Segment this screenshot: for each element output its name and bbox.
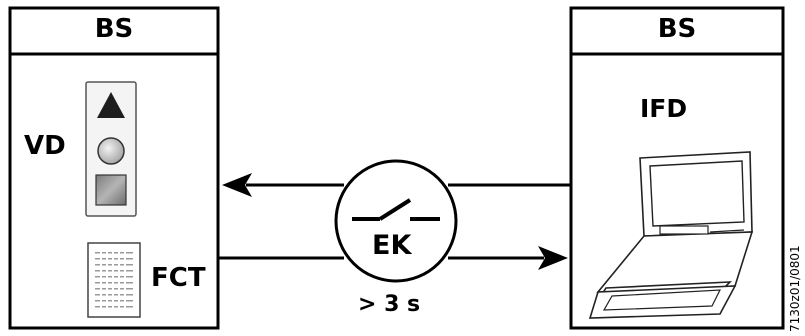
- laptop-icon: [588, 151, 754, 319]
- switch-symbol: [334, 159, 458, 283]
- vd-label: VD: [24, 131, 66, 161]
- fct-label: FCT: [151, 263, 206, 293]
- left-bs-box: [8, 6, 220, 330]
- right-bs-box: [569, 6, 785, 330]
- arrow-to-vd: [222, 173, 571, 197]
- right-box-title: BS: [657, 14, 697, 44]
- arrow-right-icon: [538, 246, 568, 270]
- vd-indicator-panel: [85, 81, 137, 217]
- ifd-label: IFD: [640, 94, 688, 123]
- duration-label: > 3 s: [358, 292, 421, 317]
- switch-label: EK: [372, 230, 412, 261]
- circle-indicator-icon: [97, 137, 125, 165]
- arrow-left-icon: [222, 173, 252, 197]
- triangle-indicator-icon: [97, 92, 125, 118]
- fct-card-icon: [87, 242, 141, 318]
- arrow-to-ifd: [218, 246, 568, 270]
- figure-code: 7130z01/0801: [788, 245, 802, 332]
- left-box-title: BS: [94, 14, 134, 44]
- square-indicator-icon: [95, 174, 127, 206]
